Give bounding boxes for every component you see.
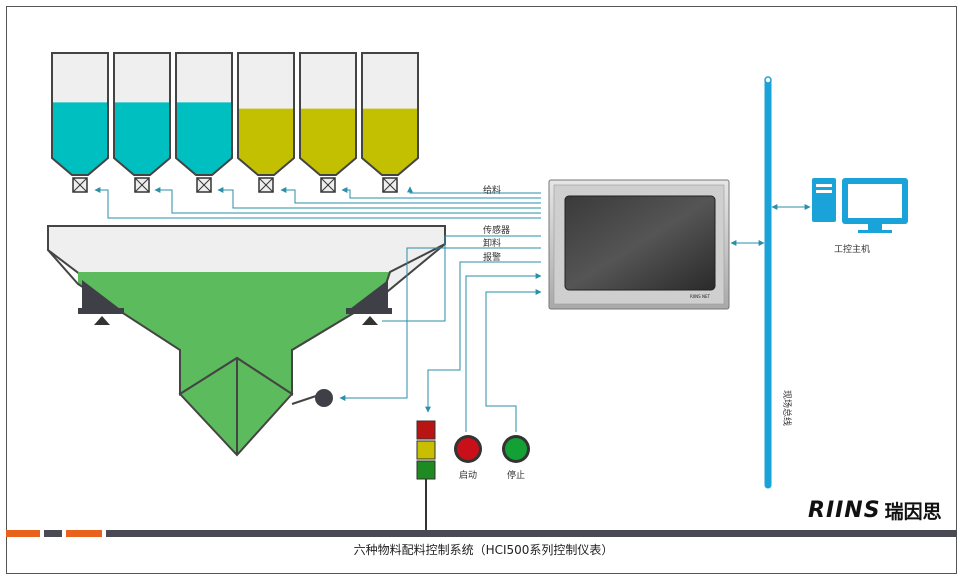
feed-line-6 xyxy=(407,186,541,194)
start-line xyxy=(465,273,542,432)
silo-material-fill xyxy=(362,108,418,175)
host-pc-label: 工控主机 xyxy=(834,243,870,255)
brand-logo: RIINS xyxy=(808,497,881,523)
diagram-frame xyxy=(6,6,957,574)
feed-label: 给料 xyxy=(483,184,501,196)
control-panel: RIINS NET xyxy=(548,179,730,310)
footer-segment xyxy=(106,530,957,537)
footer-segment xyxy=(6,530,40,537)
silo xyxy=(237,52,295,193)
silo xyxy=(361,52,419,193)
stop-line xyxy=(485,289,542,432)
silo xyxy=(51,52,109,193)
sensor-label: 传感器 xyxy=(483,224,510,236)
brand-name: 瑞因思 xyxy=(884,500,942,523)
fieldbus xyxy=(764,76,772,489)
fieldbus-label: 现场总线 xyxy=(781,390,793,426)
feed-line-3 xyxy=(217,187,541,209)
footer-segment xyxy=(66,530,102,537)
silo-group xyxy=(51,52,419,193)
diagram-caption: 六种物料配料控制系统（HCI500系列控制仪表） xyxy=(353,543,614,557)
silo xyxy=(175,52,233,193)
silo xyxy=(113,52,171,193)
silo xyxy=(299,52,357,193)
silo-material-fill xyxy=(52,102,108,175)
tower-green-light xyxy=(416,460,436,480)
silo-material-fill xyxy=(176,102,232,175)
silo-material-fill xyxy=(238,108,294,175)
sensor-line xyxy=(382,235,541,322)
feed-line-5 xyxy=(341,187,541,199)
brand: RIINS 瑞因思 xyxy=(808,495,942,525)
host-computer-icon xyxy=(812,178,908,233)
stop-button[interactable] xyxy=(502,435,530,463)
tower-yellow-light xyxy=(416,440,436,460)
weighing-hopper xyxy=(47,225,446,457)
panel-brand-label: RIINS NET xyxy=(690,294,710,299)
silo-material-fill xyxy=(300,108,356,175)
feed-line-4 xyxy=(280,187,541,204)
discharge-label: 卸料 xyxy=(483,237,501,249)
stop-label: 停止 xyxy=(507,469,525,481)
discharge-line xyxy=(339,247,541,401)
discharge-valve-icon xyxy=(315,389,333,407)
feed-signal-lines xyxy=(94,186,541,219)
footer-bar xyxy=(6,530,957,537)
tower-red-light xyxy=(416,420,436,440)
panel-screen xyxy=(564,195,716,291)
signal-tower xyxy=(416,420,436,530)
load-cell-right xyxy=(362,316,378,325)
feed-line-1 xyxy=(94,187,541,219)
load-cell-left xyxy=(94,316,110,325)
control-signal-lines xyxy=(339,235,542,432)
footer-segment xyxy=(44,530,62,537)
silo-material-fill xyxy=(114,102,170,175)
alarm-label: 报警 xyxy=(483,251,501,263)
alarm-line xyxy=(425,261,541,413)
feed-line-2 xyxy=(154,187,541,214)
start-button[interactable] xyxy=(454,435,482,463)
start-label: 启动 xyxy=(459,469,477,481)
